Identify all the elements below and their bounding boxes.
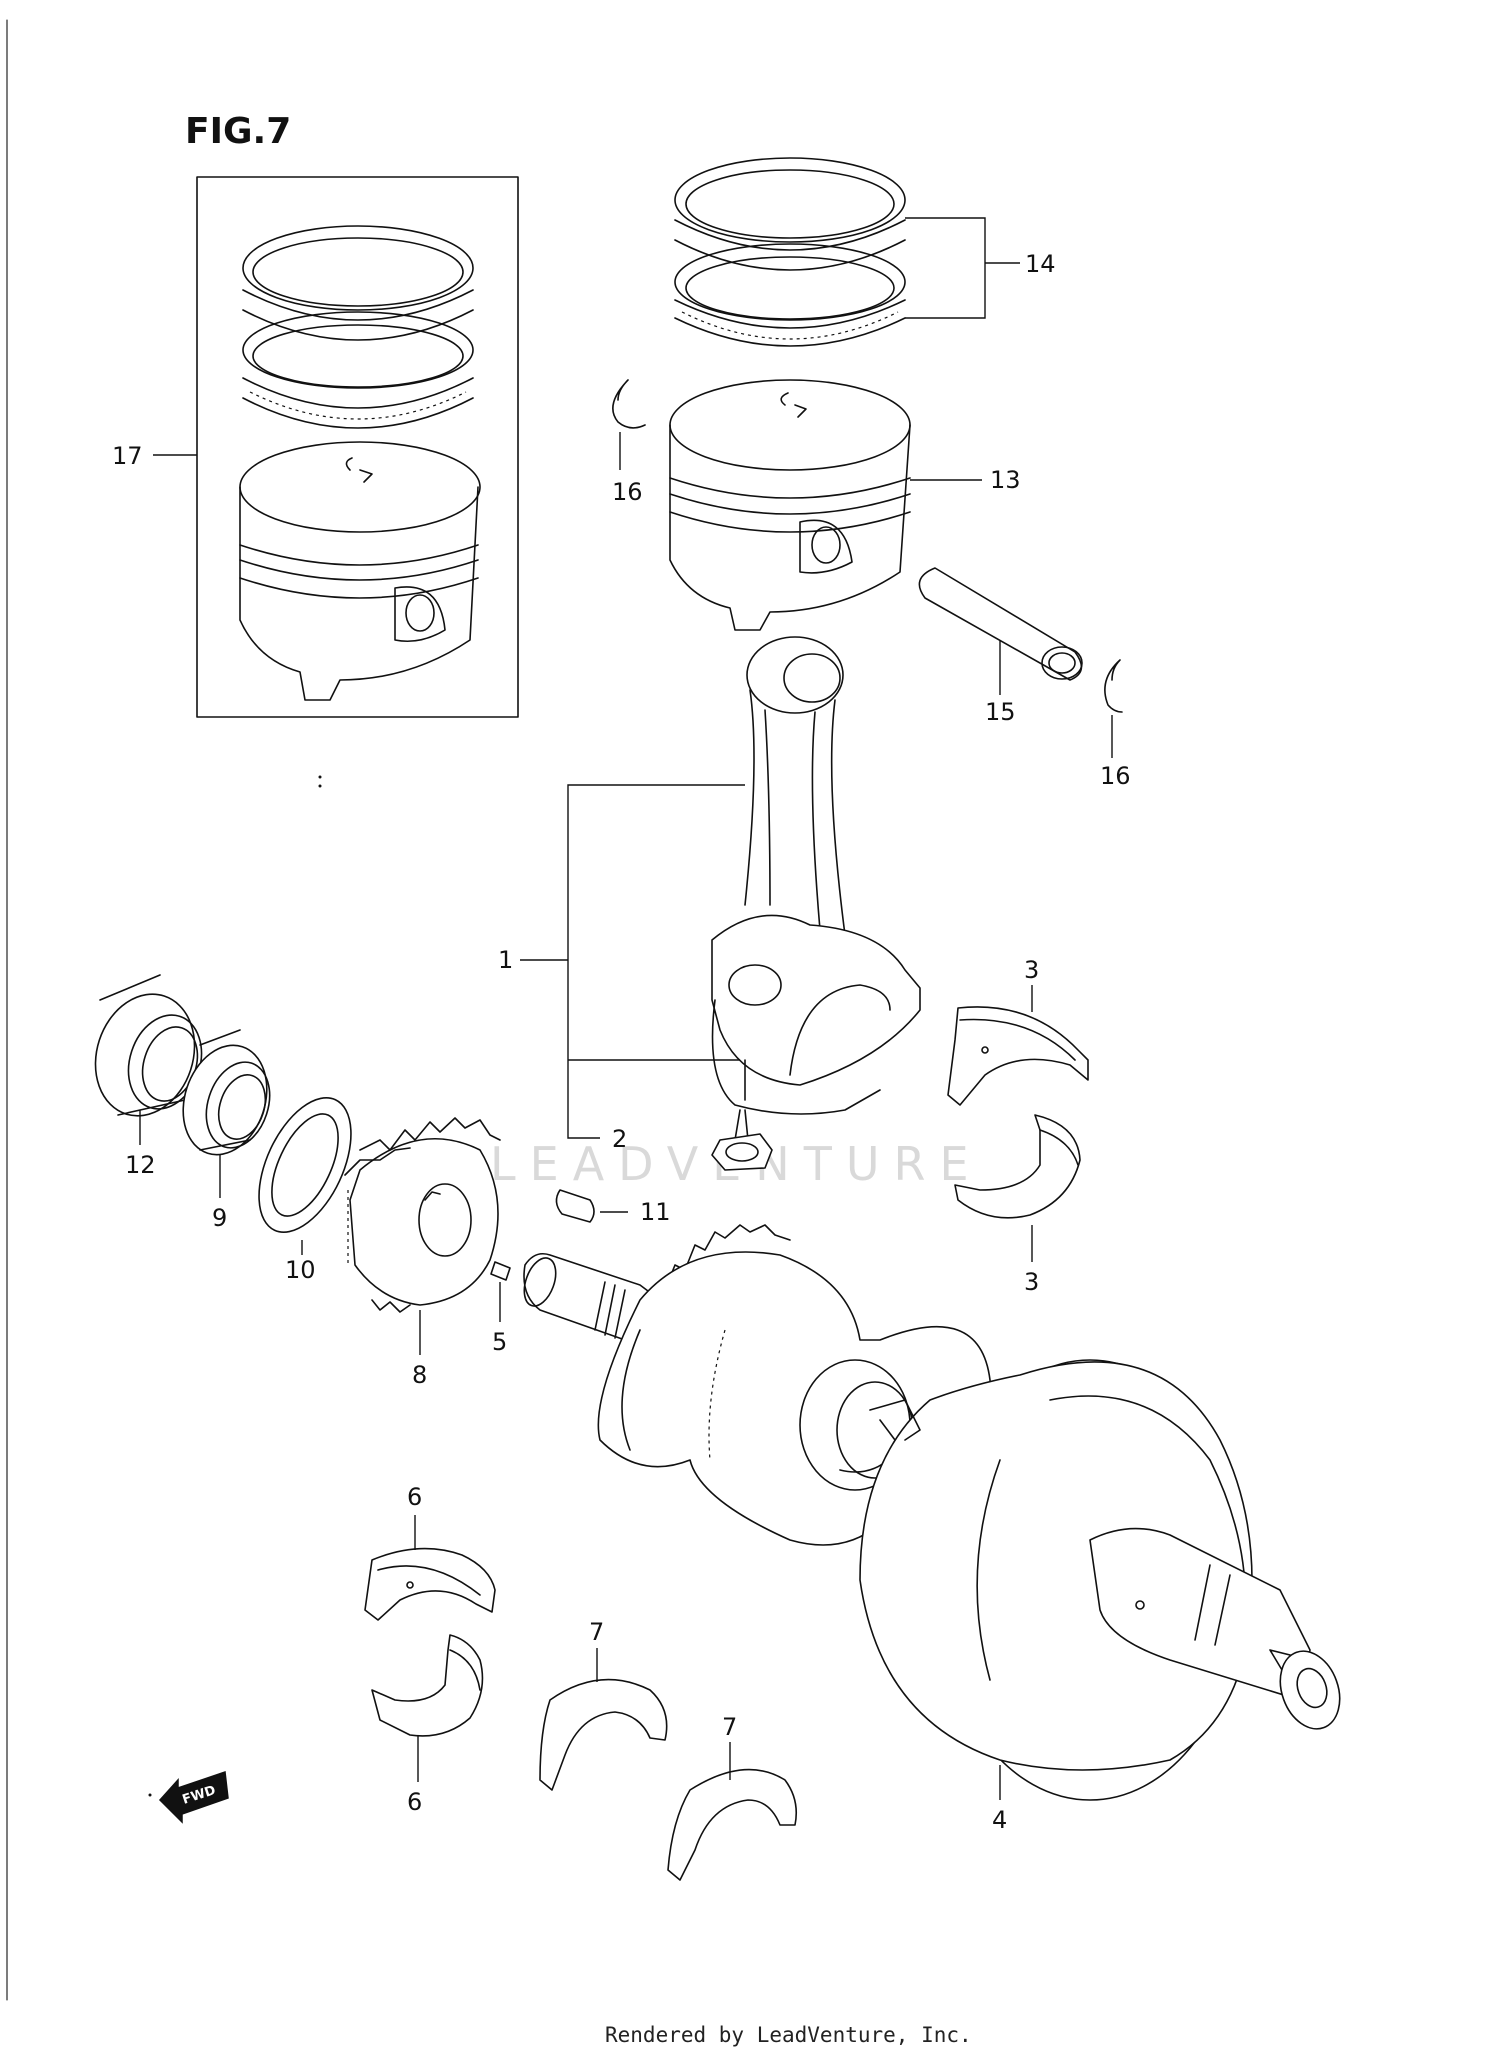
connecting-rod bbox=[711, 636, 921, 1141]
callout-14: 14 bbox=[1025, 250, 1056, 278]
callout-3-lower: 3 bbox=[1024, 1268, 1039, 1296]
callout-3-upper: 3 bbox=[1024, 956, 1039, 984]
crankshaft-bearing-lower bbox=[371, 1634, 484, 1737]
callout-15: 15 bbox=[985, 698, 1016, 726]
callout-5: 5 bbox=[492, 1328, 507, 1356]
callout-10: 10 bbox=[285, 1256, 316, 1284]
conrod-bearing-upper bbox=[947, 1006, 1089, 1106]
callout-7-lower: 7 bbox=[722, 1713, 737, 1741]
washer bbox=[258, 1096, 352, 1234]
oil-seal bbox=[94, 974, 203, 1117]
callout-9: 9 bbox=[212, 1204, 227, 1232]
callout-16-upper: 16 bbox=[612, 478, 643, 506]
callout-8: 8 bbox=[412, 1361, 427, 1389]
callout-13: 13 bbox=[990, 466, 1021, 494]
piston-pin-circlip-lower bbox=[1104, 659, 1123, 713]
connecting-rod-nut bbox=[711, 1133, 773, 1171]
piston-rings bbox=[674, 157, 906, 347]
primary-drive-gear bbox=[344, 1117, 501, 1313]
callout-6-upper: 6 bbox=[407, 1483, 422, 1511]
callout-12: 12 bbox=[125, 1151, 156, 1179]
callout-4: 4 bbox=[992, 1806, 1007, 1834]
piston-pin-circlip-upper bbox=[612, 379, 646, 429]
thrust-washer-lower bbox=[667, 1768, 798, 1881]
callout-11: 11 bbox=[640, 1198, 671, 1226]
crankshaft-bearing-upper bbox=[364, 1547, 496, 1621]
callout-7-upper: 7 bbox=[589, 1618, 604, 1646]
thrust-washer-upper bbox=[539, 1678, 668, 1791]
spacer bbox=[182, 1029, 271, 1156]
forward-direction-arrow: FWD bbox=[158, 1770, 229, 1824]
callout-16-lower: 16 bbox=[1100, 762, 1131, 790]
piston-pin bbox=[918, 567, 1083, 681]
figure-title: FIG.7 bbox=[185, 111, 291, 152]
piston-kit-box bbox=[196, 176, 519, 718]
crankshaft bbox=[523, 1224, 1341, 1801]
footer-credit: Rendered by LeadVenture, Inc. bbox=[605, 2023, 972, 2047]
conrod-bearing-lower bbox=[954, 1114, 1081, 1219]
callout-1: 1 bbox=[498, 946, 513, 974]
piston bbox=[669, 379, 911, 631]
callout-6-lower: 6 bbox=[407, 1788, 422, 1816]
gear-key bbox=[555, 1189, 595, 1223]
dowel-pin bbox=[490, 1261, 511, 1281]
callout-2: 2 bbox=[612, 1125, 627, 1153]
leader-lines bbox=[139, 217, 1113, 1800]
callout-17: 17 bbox=[112, 442, 143, 470]
